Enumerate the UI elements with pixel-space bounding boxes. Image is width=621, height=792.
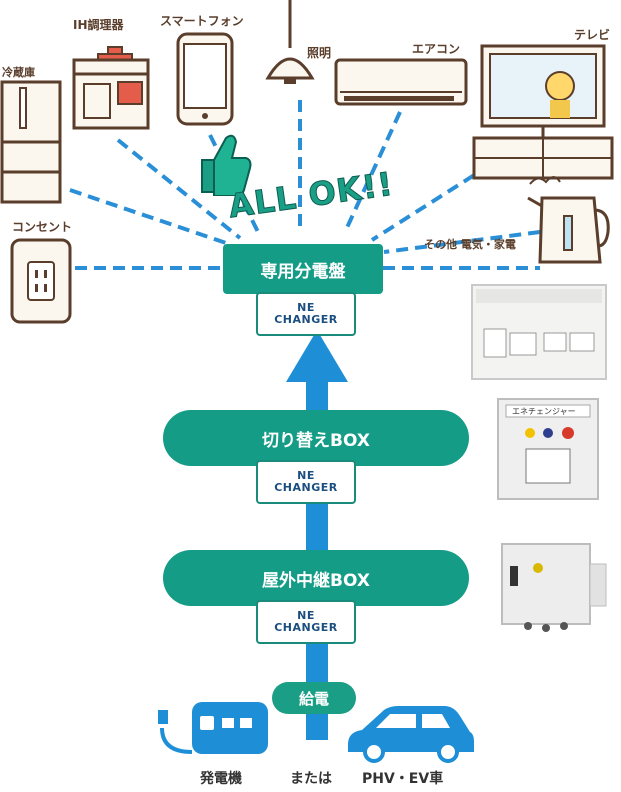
generator-label: 発電機 — [200, 771, 242, 787]
thumbs-up-icon — [201, 134, 252, 196]
supply-label: 給電 — [298, 689, 329, 708]
badge-line2: CHANGER — [274, 313, 338, 326]
air-conditioner-icon — [334, 58, 468, 106]
vehicle-label: PHV・EV車 — [362, 771, 444, 787]
generator-icon — [158, 702, 268, 754]
ih-label: IH調理器 — [73, 18, 124, 32]
relay-box-photo — [501, 543, 607, 632]
panel-board-photo — [471, 284, 607, 380]
aircon-label: エアコン — [412, 42, 461, 56]
distribution-panel-title: 専用分電盤 — [260, 261, 346, 282]
relay-box: 屋外中継BOX — [163, 550, 469, 606]
badge-line1: NE — [297, 469, 315, 482]
light-label: 照明 — [307, 46, 332, 60]
distribution-panel-box: 専用分電盤 — [223, 244, 383, 294]
relay-box-title: 屋外中継BOX — [262, 570, 370, 591]
pendant-light-icon — [265, 0, 315, 84]
switch-photo-label: エネチェンジャー — [512, 407, 576, 416]
or-label: または — [290, 771, 332, 787]
phone-label: スマートフォン — [160, 14, 244, 28]
switch-box: 切り替えBOX — [163, 410, 469, 466]
smartphone-icon — [176, 32, 234, 126]
other-appliances-label: その他 電気・家電 — [424, 238, 516, 251]
kettle-icon — [527, 176, 610, 264]
switch-box-title: 切り替えBOX — [262, 430, 370, 451]
switch-box-photo — [497, 398, 599, 500]
outlet-icon — [10, 238, 72, 324]
badge-line1: NE — [297, 301, 315, 314]
ev-car-icon — [348, 706, 474, 763]
fridge-label: 冷蔵庫 — [2, 66, 35, 79]
onechanger-badge-panel: NE CHANGER — [256, 292, 356, 336]
badge-line2: CHANGER — [274, 621, 338, 634]
onechanger-badge-switch: NE CHANGER — [256, 460, 356, 504]
supply-pill: 給電 — [272, 682, 356, 714]
tv-icon — [472, 44, 614, 180]
badge-line2: CHANGER — [274, 481, 338, 494]
ih-cooker-icon — [72, 46, 150, 130]
onechanger-badge-relay: NE CHANGER — [256, 600, 356, 644]
fridge-icon — [0, 80, 62, 204]
outlet-label: コンセント — [12, 220, 73, 234]
tv-label: テレビ — [574, 28, 611, 42]
badge-line1: NE — [297, 609, 315, 622]
